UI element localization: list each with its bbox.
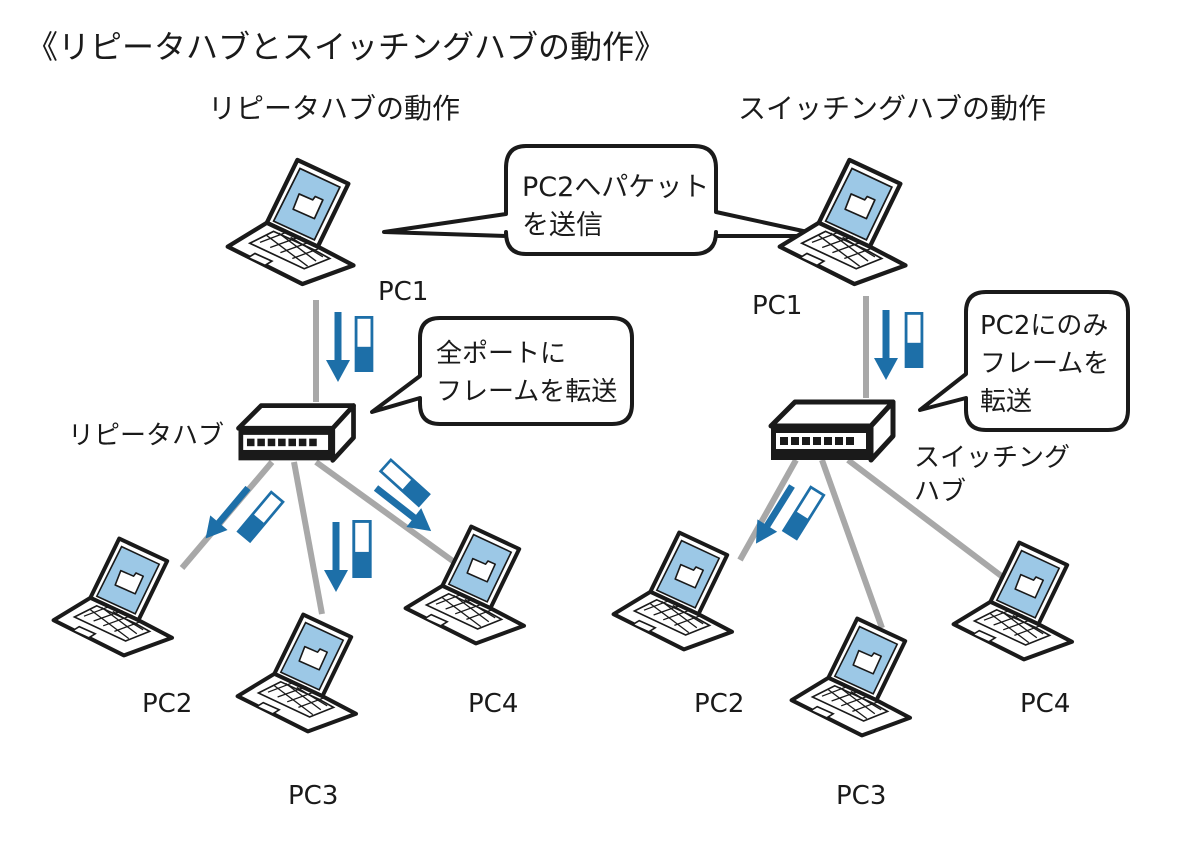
left-packet-to-pc2-icon (236, 490, 285, 543)
right-packet-icon (904, 311, 924, 369)
right-group: PC1 スイッチング ハブ PC2にのみ フレームを 転送 PC2 PC3 PC… (614, 160, 1130, 811)
switching-hub-label-line-1: スイッチング (914, 443, 1070, 473)
left-pc4-laptop-icon (406, 527, 524, 644)
left-down-arrow-icon (326, 312, 350, 382)
right-pc1-label: PC1 (752, 291, 802, 321)
connection-lines (179, 296, 1006, 630)
left-pc3-label: PC3 (288, 781, 338, 811)
left-arrow-to-pc3-icon (324, 522, 348, 592)
left-heading: リピータハブの動作 (208, 92, 460, 125)
right-bubble-line-1: PC2にのみ (980, 311, 1108, 341)
left-packet-icon (354, 315, 374, 373)
right-pc4-label: PC4 (1020, 689, 1070, 719)
left-packet-to-pc3-icon (352, 519, 372, 579)
page-title: 《リピータハブとスイッチングハブの動作》 (26, 28, 666, 66)
right-heading: スイッチングハブの動作 (738, 92, 1046, 125)
left-group: PC1 リピータハブ 全ポートに フレームを転送 PC2 PC3 (54, 160, 634, 811)
left-pc1-label: PC1 (378, 277, 428, 307)
switching-hub-icon (771, 402, 893, 460)
right-down-arrow-icon (874, 310, 898, 380)
send-bubble-line-2: を送信 (522, 210, 603, 241)
left-bubble-line-1: 全ポートに (436, 339, 566, 369)
left-pc1-laptop-icon (228, 160, 354, 284)
left-bubble-line-2: フレームを転送 (436, 377, 617, 407)
right-bubble (918, 290, 1130, 432)
right-pc2-laptop-icon (614, 533, 732, 650)
left-pc2-laptop-icon (54, 539, 172, 656)
left-pc2-label: PC2 (142, 689, 192, 719)
repeater-hub-icon (238, 406, 353, 461)
left-pc4-label: PC4 (468, 689, 518, 719)
left-bubble (370, 316, 634, 426)
switching-hub-label-line-2: ハブ (914, 477, 966, 507)
repeater-hub-label: リピータハブ (68, 421, 224, 451)
right-pc3-laptop-icon (792, 619, 910, 736)
left-pc3-laptop-icon (238, 615, 356, 732)
right-pc1-laptop-icon (780, 160, 906, 284)
right-pc2-label: PC2 (694, 689, 744, 719)
send-bubble-line-1: PC2へパケット (522, 172, 709, 203)
right-pc3-label: PC3 (836, 781, 886, 811)
right-bubble-line-2: フレームを (980, 349, 1109, 379)
right-bubble-line-3: 転送 (980, 387, 1032, 417)
send-packet-bubble: PC2へパケット を送信 (382, 144, 828, 256)
right-pc4-laptop-icon (954, 543, 1072, 660)
